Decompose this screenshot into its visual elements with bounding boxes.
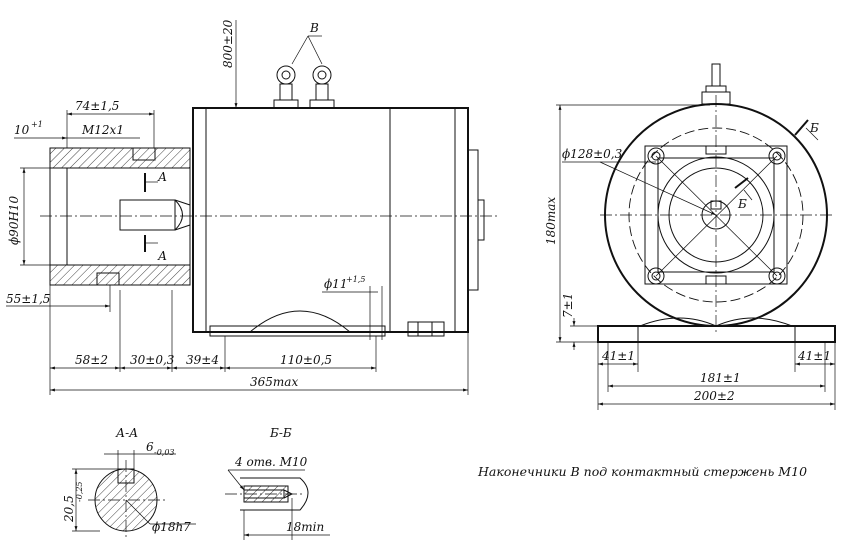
motor-body (192, 107, 485, 337)
dim-181: 181±1 (700, 371, 741, 385)
dim-18min: 18min (286, 520, 324, 534)
section-a-mark-lower: А (157, 249, 167, 263)
terminal-label: В (309, 21, 319, 35)
dim-58: 58±2 (75, 353, 108, 367)
hub-section: А А (49, 147, 191, 286)
front-view-dimensions: 180max 7±1 ϕ128±0,3 41±1 41±1 181±1 200±… (544, 104, 836, 410)
side-view-dimensions: 800±20 74±1,5 10 +1 M12x1 ϕ90H10 55±1,5 (6, 19, 469, 395)
section-bb-title: Б-Б (269, 426, 292, 440)
dim-110: 110±0,5 (280, 353, 332, 367)
terminals: В (273, 21, 335, 109)
dim-90: ϕ90H10 (7, 195, 21, 245)
holes-label: 4 отв. M10 (234, 455, 308, 469)
drawing-note: Наконечники В под контактный стержень M1… (477, 464, 807, 479)
section-bb: Б-Б 4 отв. M10 18min (225, 426, 330, 540)
dim-7: 7±1 (561, 293, 575, 318)
section-b-mark-1: Б (809, 121, 819, 135)
dim-20-5-tol: -0,25 (75, 481, 84, 502)
dim-128: ϕ128±0,3 (562, 147, 623, 161)
dim-m12: M12x1 (81, 123, 124, 137)
dim-365: 365max (250, 375, 298, 389)
dim-10-tol: +1 (31, 120, 43, 129)
dim-41-right: 41±1 (797, 349, 831, 363)
dim-18h7: ϕ18h7 (152, 520, 191, 534)
dim-74: 74±1,5 (75, 99, 119, 113)
section-a-mark-upper: А (157, 170, 167, 184)
dim-30: 30±0,3 (130, 353, 175, 367)
dim-11-tol: +1,5 (346, 275, 365, 284)
section-b-mark-2: Б (737, 197, 747, 211)
dim-55: 55±1,5 (6, 292, 50, 306)
flange-bolts (647, 147, 786, 285)
dim-41-left: 41±1 (601, 349, 635, 363)
section-aa: А-А 6 -0,03 20,5 -0,25 ϕ18h7 (62, 426, 196, 540)
dim-39: 39±4 (186, 353, 219, 367)
dim-11: ϕ11 (324, 277, 347, 291)
dim-20-5: 20,5 (62, 495, 76, 523)
base-foot (597, 317, 836, 343)
dim-10: 10 (14, 123, 30, 137)
dim-6-tol: -0,03 (154, 448, 175, 457)
dim-200: 200±2 (693, 389, 735, 403)
front-view: Б Б 180max 7±1 ϕ128±0,3 (544, 63, 836, 410)
section-aa-title: А-А (115, 426, 138, 440)
dim-6: 6 (146, 440, 154, 454)
dim-180: 180max (544, 197, 558, 245)
side-view: А А (6, 19, 500, 395)
dim-800: 800±20 (221, 19, 235, 68)
